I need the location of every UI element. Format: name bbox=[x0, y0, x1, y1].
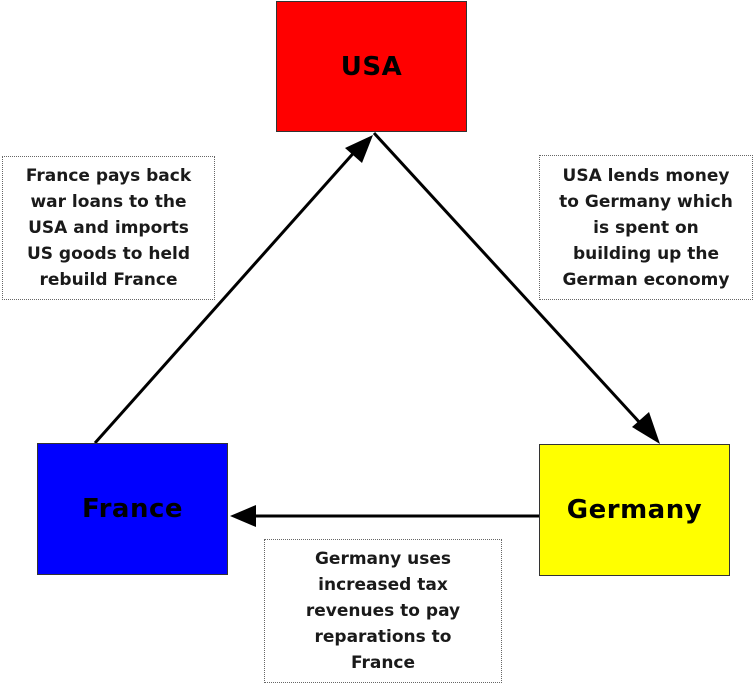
germany-label: Germany bbox=[566, 495, 703, 525]
note-france-to-usa: France pays back war loans to the USA an… bbox=[2, 156, 215, 300]
note-france-to-usa-text: France pays back war loans to the USA an… bbox=[25, 166, 192, 290]
germany-node: Germany bbox=[539, 444, 730, 576]
note-germany-to-france: Germany uses increased tax revenues to p… bbox=[264, 539, 502, 683]
arrowhead-france-to-usa bbox=[345, 135, 373, 163]
note-usa-to-germany: USA lends money to Germany which is spen… bbox=[539, 155, 753, 300]
arrow-france-to-usa bbox=[93, 147, 360, 444]
arrowhead-germany-to-france bbox=[230, 505, 256, 527]
note-usa-to-germany-text: USA lends money to Germany which is spen… bbox=[559, 165, 733, 290]
usa-node: USA bbox=[276, 1, 467, 132]
france-node: France bbox=[37, 443, 228, 575]
note-germany-to-france-text: Germany uses increased tax revenues to p… bbox=[305, 549, 461, 673]
france-label: France bbox=[81, 494, 184, 524]
arrow-usa-to-germany bbox=[372, 131, 654, 438]
usa-label: USA bbox=[340, 51, 403, 82]
arrowhead-usa-to-germany bbox=[632, 412, 660, 444]
